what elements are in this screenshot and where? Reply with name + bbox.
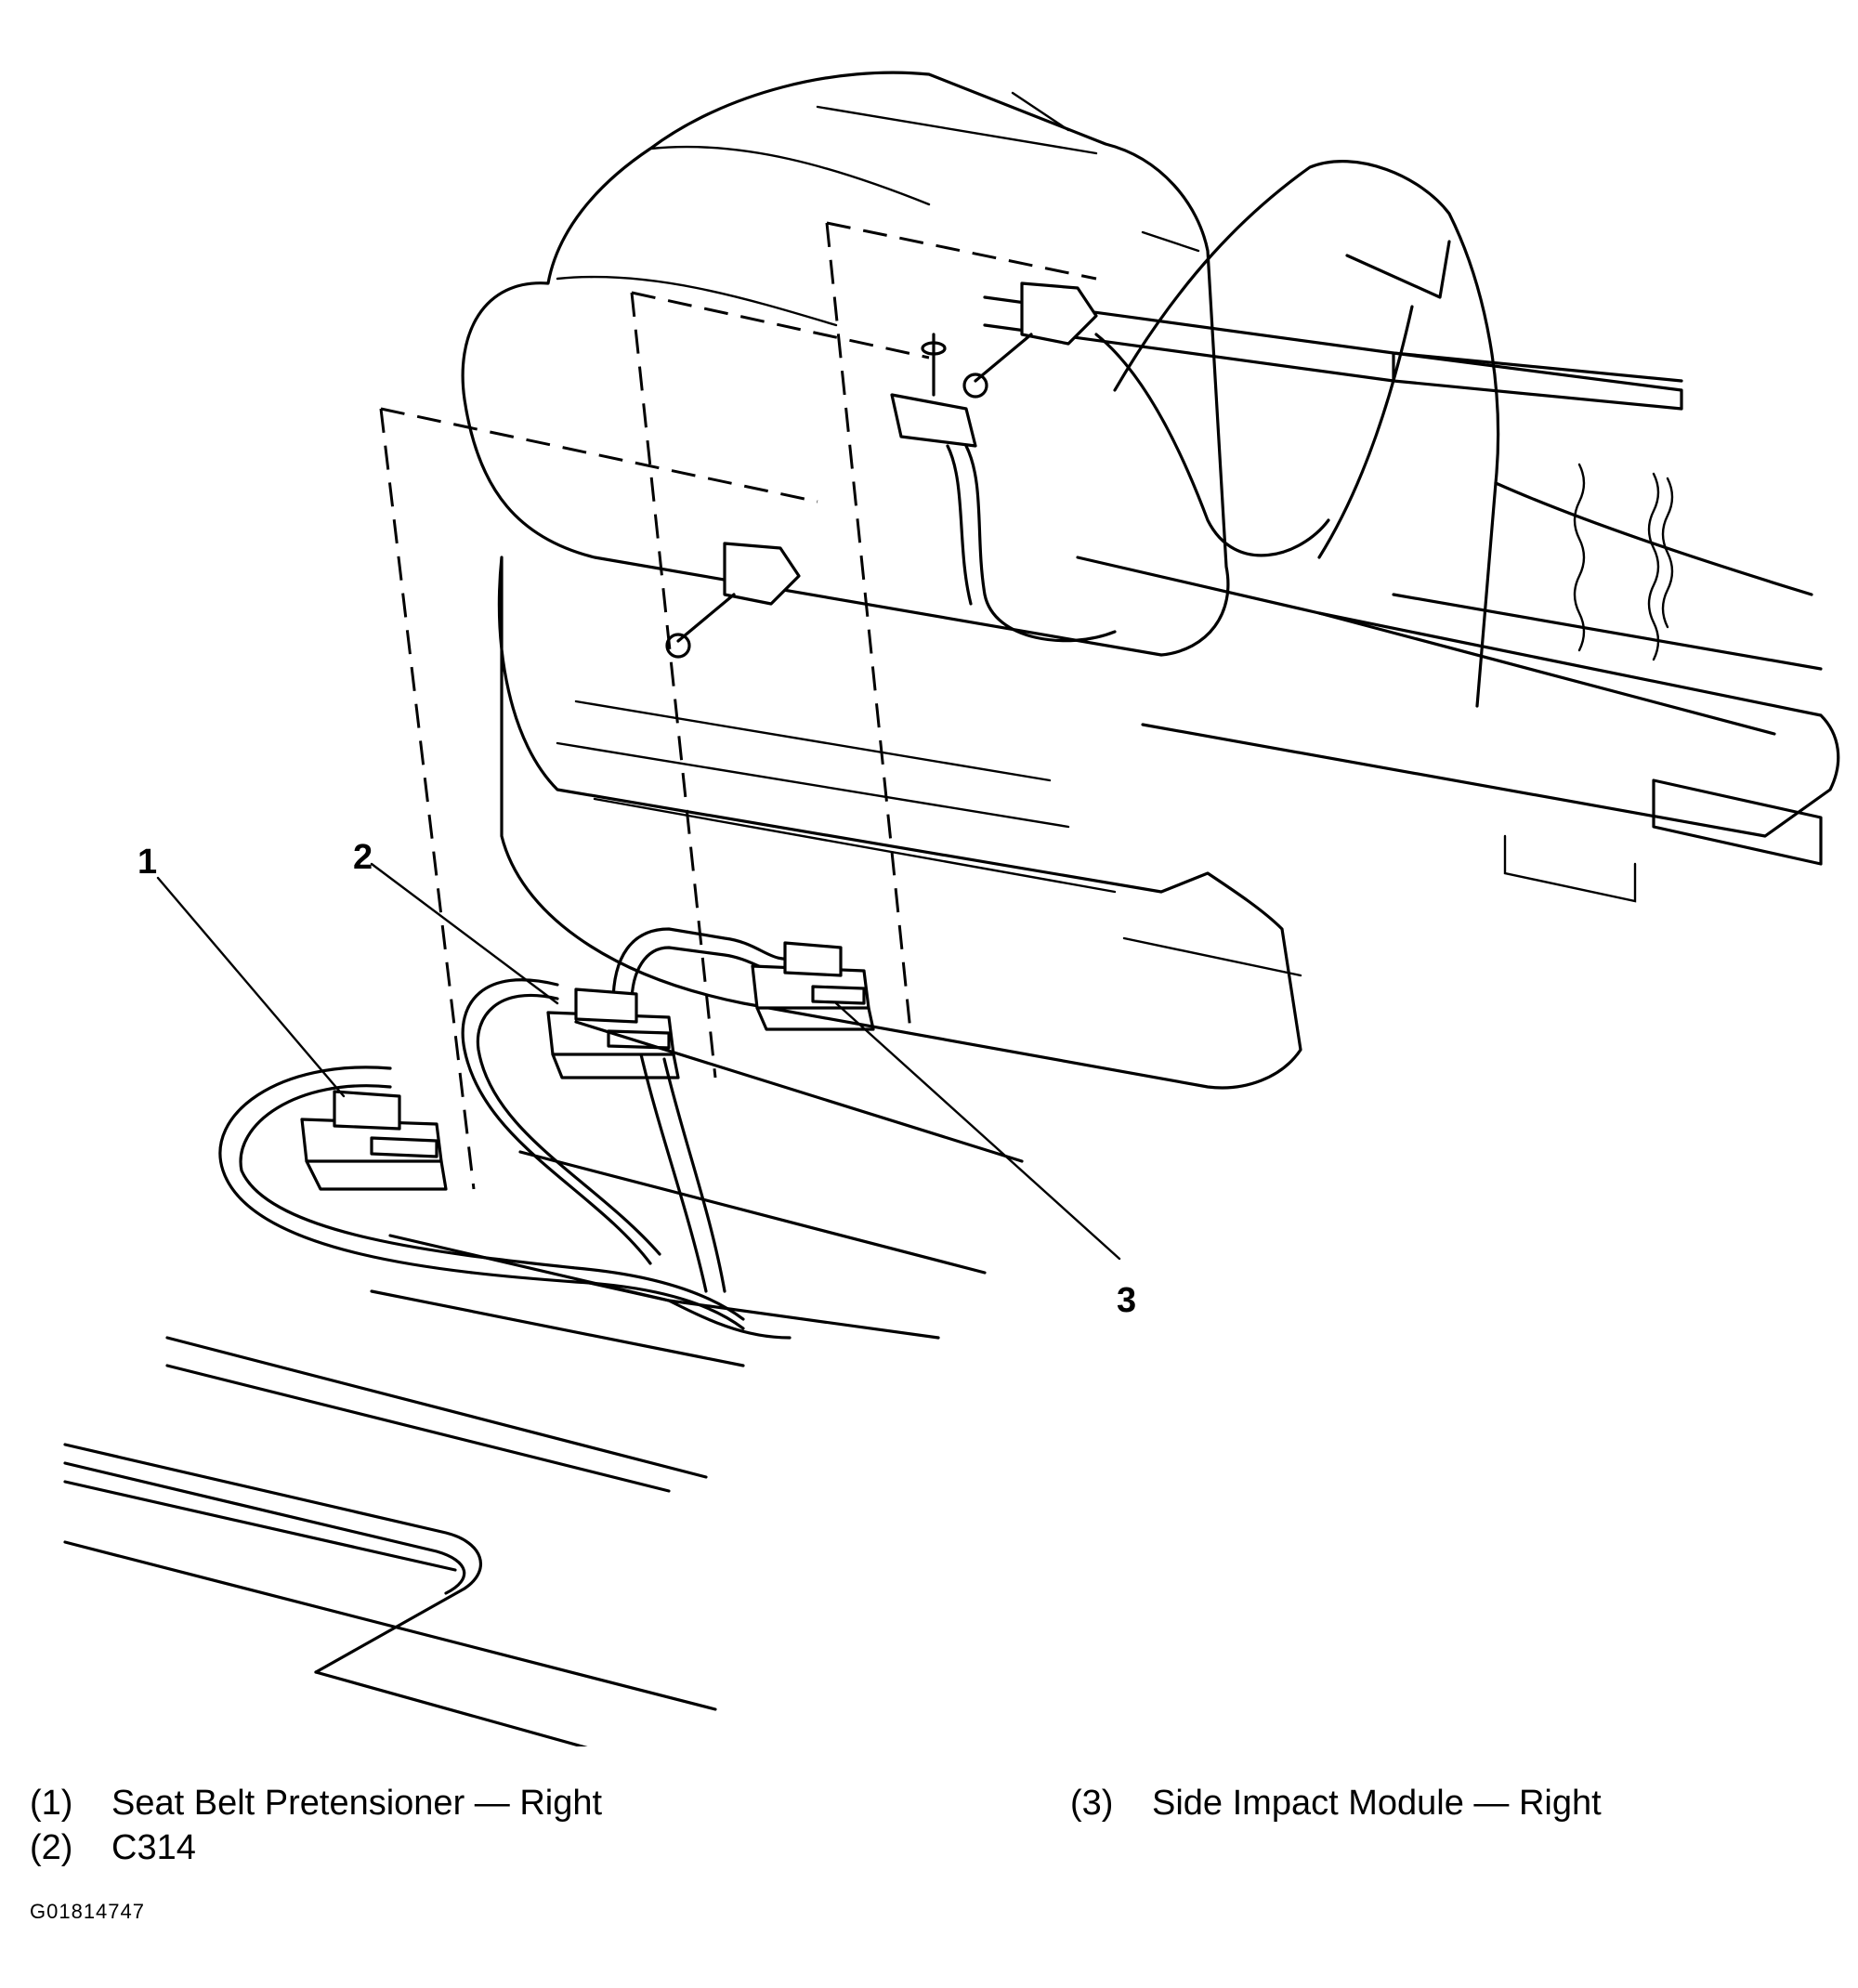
leader-line-1: [156, 876, 346, 1098]
legend-item-3-id: (3): [1070, 1784, 1114, 1823]
seat-frame-rail: [983, 295, 1840, 903]
callout-1: 1: [137, 843, 157, 882]
legend-item-2-label: C314: [111, 1828, 196, 1867]
callout-2: 2: [353, 838, 373, 877]
callout-3: 3: [1117, 1281, 1136, 1320]
seat-wiring-diagram: 1 2 3: [63, 71, 1840, 1746]
legend-item-1-id: (1): [30, 1784, 73, 1823]
leader-line-2: [370, 862, 559, 1005]
wiring-harness: [218, 333, 1330, 1330]
clip-upper-left: [665, 542, 801, 659]
legend-item-1: (1) Seat Belt Pretensioner — Right: [30, 1782, 602, 1825]
leader-lines: [156, 862, 1121, 1261]
connector-1: [300, 1090, 448, 1191]
legend-item-1-label: Seat Belt Pretensioner — Right: [111, 1784, 603, 1823]
legend-item-2-id: (2): [30, 1828, 73, 1867]
leader-line-3: [834, 1001, 1121, 1261]
legend-item-3-label: Side Impact Module — Right: [1152, 1784, 1602, 1823]
alignment-guides: [379, 221, 1097, 1190]
console-side: [1113, 160, 1813, 708]
carpet-edges: [1573, 463, 1674, 661]
seat-back: [461, 71, 1230, 657]
sensor-module: [890, 333, 977, 448]
seat-cushion: [497, 556, 1302, 1090]
connector-3: [751, 941, 875, 1031]
clip-upper-right: [962, 281, 1098, 399]
floor-trim: [63, 1020, 1024, 1746]
legend-item-3: (3) Side Impact Module — Right: [1070, 1782, 1602, 1825]
figure-id: G01814747: [30, 1900, 145, 1923]
legend-item-2: (2) C314: [30, 1826, 196, 1869]
